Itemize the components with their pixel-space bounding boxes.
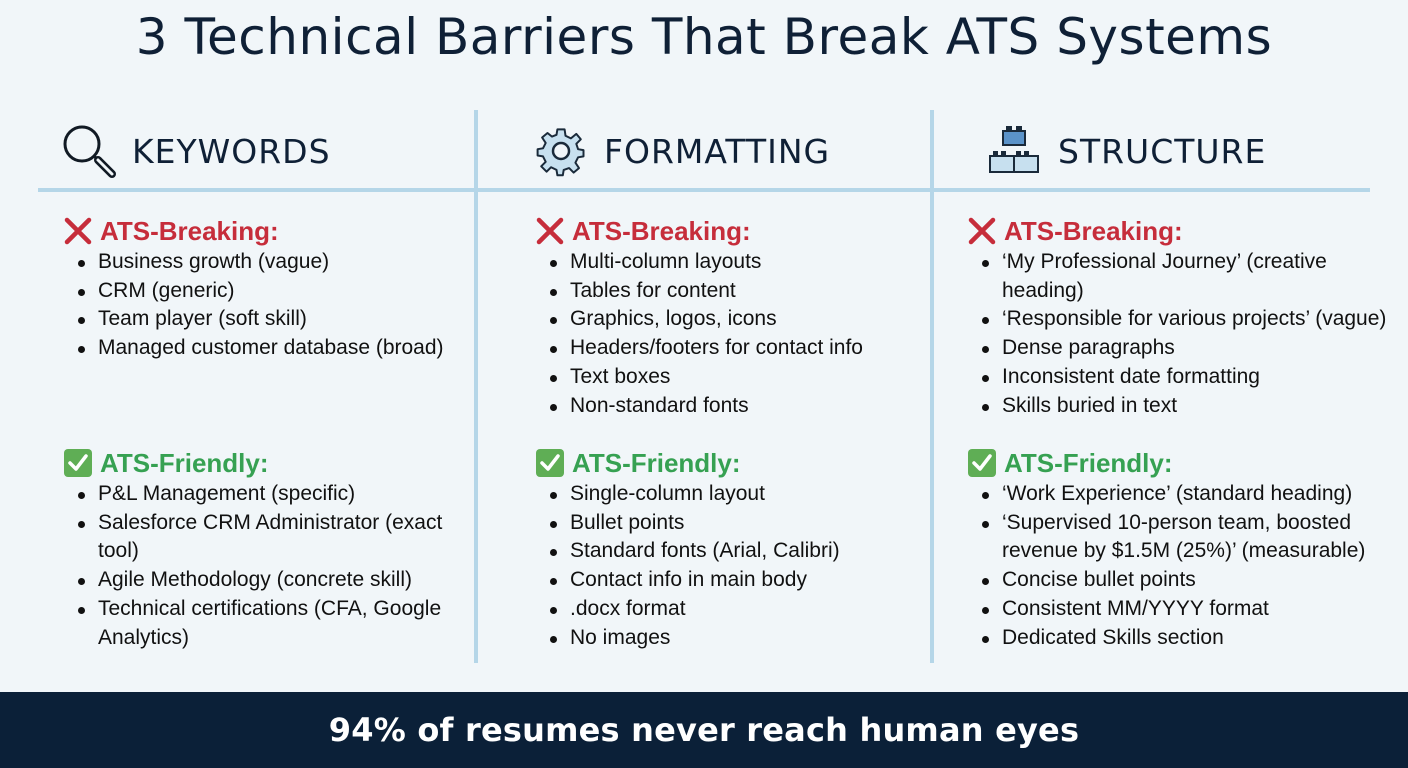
ats-friendly-heading: ATS-Friendly: [534, 446, 938, 480]
column-heading-structure: STRUCTURE [986, 122, 1266, 180]
list-item: Multi-column layouts [548, 248, 929, 277]
list-item: Contact info in main body [548, 566, 938, 595]
red-x-icon [62, 215, 94, 247]
building-blocks-icon [986, 122, 1044, 180]
list-item: Skills buried in text [980, 392, 1400, 421]
footer-banner: 94% of resumes never reach human eyes [0, 692, 1408, 768]
column-heading-label: STRUCTURE [1058, 131, 1267, 171]
list-item: Tables for content [548, 277, 929, 306]
ats-friendly-label: ATS-Friendly: [572, 447, 741, 478]
ats-friendly-list: ‘Work Experience’ (standard heading) ‘Su… [980, 480, 1400, 652]
ats-breaking-list: Business growth (vague) CRM (generic) Te… [76, 248, 472, 363]
list-item: Bullet points [548, 509, 938, 538]
list-item: Non-standard fonts [548, 392, 929, 421]
ats-friendly-block: ATS-Friendly: ‘Work Experience’ (standar… [966, 446, 1400, 652]
list-item: Managed customer database (broad) [76, 334, 472, 363]
list-item: ‘Work Experience’ (standard heading) [980, 480, 1400, 509]
green-check-icon [534, 447, 566, 479]
list-item: Concise bullet points [980, 566, 1400, 595]
list-item: ‘My Professional Journey’ (creative head… [980, 248, 1400, 305]
ats-friendly-list: Single-column layout Bullet points Stand… [548, 480, 938, 652]
ats-breaking-list: Multi-column layouts Tables for content … [548, 248, 929, 420]
ats-friendly-block: ATS-Friendly: P&L Management (specific) … [62, 446, 476, 652]
list-item: Business growth (vague) [76, 248, 472, 277]
column-heading-keywords: KEYWORDS [60, 122, 331, 180]
list-item: Agile Methodology (concrete skill) [76, 566, 476, 595]
red-x-icon [966, 215, 998, 247]
page-title: 3 Technical Barriers That Break ATS Syst… [135, 8, 1273, 66]
list-item: .docx format [548, 595, 938, 624]
ats-friendly-list: P&L Management (specific) Salesforce CRM… [76, 480, 476, 652]
list-item: Graphics, logos, icons [548, 305, 929, 334]
list-item: Single-column layout [548, 480, 938, 509]
list-item: Salesforce CRM Administrator (exact tool… [76, 509, 476, 566]
ats-breaking-heading: ATS-Breaking: [966, 214, 1406, 248]
ats-breaking-list: ‘My Professional Journey’ (creative head… [980, 248, 1400, 420]
green-check-icon [62, 447, 94, 479]
red-x-icon [534, 215, 566, 247]
list-item: P&L Management (specific) [76, 480, 476, 509]
gear-icon [532, 122, 590, 180]
list-item: Text boxes [548, 363, 929, 392]
list-item: No images [548, 624, 938, 653]
column-structure: ATS-Breaking: ‘My Professional Journey’ … [966, 214, 1406, 649]
magnifying-glass-icon [60, 122, 118, 180]
column-heading-label: FORMATTING [604, 131, 831, 171]
ats-breaking-heading: ATS-Breaking: [62, 214, 472, 248]
list-item: Team player (soft skill) [76, 305, 472, 334]
ats-breaking-label: ATS-Breaking: [572, 215, 751, 246]
ats-friendly-block: ATS-Friendly: Single-column layout Bulle… [534, 446, 938, 652]
list-item: Dedicated Skills section [980, 624, 1400, 653]
list-item: ‘Responsible for various projects’ (vagu… [980, 305, 1400, 334]
list-item: Inconsistent date formatting [980, 363, 1400, 392]
header-divider [38, 188, 1370, 192]
column-divider [474, 110, 478, 663]
list-item: CRM (generic) [76, 277, 472, 306]
column-heading-label: KEYWORDS [132, 131, 331, 171]
ats-friendly-heading: ATS-Friendly: [62, 446, 476, 480]
ats-breaking-label: ATS-Breaking: [100, 215, 279, 246]
ats-friendly-heading: ATS-Friendly: [966, 446, 1400, 480]
ats-breaking-label: ATS-Breaking: [1004, 215, 1183, 246]
list-item: Consistent MM/YYYY format [980, 595, 1400, 624]
list-item: Dense paragraphs [980, 334, 1400, 363]
list-item: Technical certifications (CFA, Google An… [76, 595, 476, 652]
column-keywords: ATS-Breaking: Business growth (vague) CR… [62, 214, 472, 649]
column-divider [930, 110, 934, 663]
ats-breaking-heading: ATS-Breaking: [534, 214, 929, 248]
list-item: Headers/footers for contact info [548, 334, 929, 363]
green-check-icon [966, 447, 998, 479]
ats-friendly-label: ATS-Friendly: [100, 447, 269, 478]
footer-statistic: 94% of resumes never reach human eyes [328, 711, 1080, 749]
list-item: ‘Supervised 10-person team, boosted reve… [980, 509, 1400, 566]
column-heading-formatting: FORMATTING [532, 122, 830, 180]
ats-friendly-label: ATS-Friendly: [1004, 447, 1173, 478]
column-formatting: ATS-Breaking: Multi-column layouts Table… [534, 214, 929, 649]
list-item: Standard fonts (Arial, Calibri) [548, 537, 938, 566]
